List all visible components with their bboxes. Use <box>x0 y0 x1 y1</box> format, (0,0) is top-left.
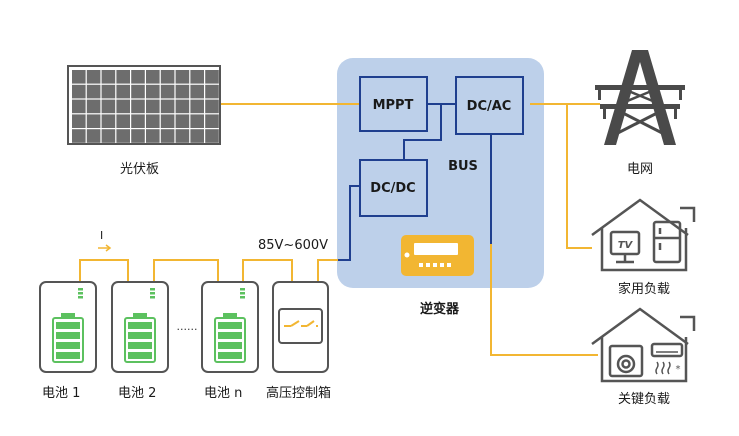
critical-load-icon <box>591 307 696 383</box>
mppt-block <box>359 76 428 132</box>
solar-cell <box>146 99 160 114</box>
solar-cell <box>86 84 101 99</box>
dcdc-block <box>359 159 428 217</box>
dcdc-label: DC/DC <box>370 181 415 196</box>
solar-cell <box>72 99 86 114</box>
solar-cell <box>146 129 160 143</box>
solar-cell <box>205 114 219 128</box>
current-arrow-icon <box>98 244 112 252</box>
hv-box-label: 高压控制箱 <box>266 386 332 401</box>
solar-cell <box>86 129 101 143</box>
solar-cell <box>160 129 175 143</box>
solar-cell <box>116 70 130 84</box>
solar-cell <box>101 84 116 99</box>
battery-n-label: 电池 n <box>204 386 243 401</box>
solar-cell <box>175 129 190 143</box>
battery-1-icon <box>39 281 97 373</box>
home-load-icon <box>591 198 696 272</box>
solar-cell <box>190 99 204 114</box>
solar-cell <box>146 70 160 84</box>
solar-cell <box>205 70 219 84</box>
inverter-label: 逆变器 <box>420 302 460 317</box>
solar-cell <box>72 129 86 143</box>
solar-cell <box>205 99 219 114</box>
battery-2-label: 电池 2 <box>118 386 157 401</box>
mppt-label: MPPT <box>373 98 414 113</box>
solar-cell <box>190 70 204 84</box>
solar-cell <box>131 84 145 99</box>
battery-2-icon <box>111 281 169 373</box>
solar-cell <box>101 129 116 143</box>
battery-n-icon <box>201 281 259 373</box>
home-load-label: 家用负载 <box>618 282 671 297</box>
solar-cell <box>131 129 145 143</box>
solar-cell <box>72 114 86 128</box>
tv-label: TV <box>618 240 634 251</box>
solar-cell <box>101 99 116 114</box>
solar-cell <box>131 99 145 114</box>
solar-cell <box>190 84 204 99</box>
solar-panel-label: 光伏板 <box>120 162 160 177</box>
solar-cell <box>190 114 204 128</box>
solar-cell <box>116 84 130 99</box>
solar-cell <box>86 70 101 84</box>
battery-1-label: 电池 1 <box>42 386 81 401</box>
pylon-icon <box>595 50 685 145</box>
solar-cell <box>131 70 145 84</box>
solar-cell <box>101 114 116 128</box>
solar-cell <box>160 99 175 114</box>
battery-group <box>39 281 259 373</box>
solar-cell <box>190 129 204 143</box>
solar-cell <box>175 114 190 128</box>
grid-label: 电网 <box>627 162 654 177</box>
solar-cell <box>72 84 86 99</box>
inverter-display-icon <box>401 235 474 276</box>
solar-cell <box>86 114 101 128</box>
current-label: I <box>100 229 104 242</box>
solar-cell <box>72 70 86 84</box>
dcac-block <box>455 76 524 135</box>
solar-cell <box>131 114 145 128</box>
solar-cell <box>175 70 190 84</box>
snowflake-glyph: * <box>676 364 681 375</box>
solar-cell <box>116 129 130 143</box>
solar-cell <box>160 70 175 84</box>
solar-cell <box>160 114 175 128</box>
battery-ellipsis: ...... <box>177 320 198 333</box>
voltage-range-label: 85V~600V <box>258 238 329 253</box>
solar-cell <box>205 84 219 99</box>
solar-cell <box>175 99 190 114</box>
hv-control-box-icon <box>272 281 329 373</box>
dcac-label: DC/AC <box>467 99 512 114</box>
solar-panel-icon <box>67 65 221 145</box>
bus-lines <box>338 103 492 261</box>
solar-cell <box>146 114 160 128</box>
solar-cell <box>116 114 130 128</box>
solar-cell <box>205 129 219 143</box>
bus-label: BUS <box>448 159 478 174</box>
solar-cell <box>101 70 116 84</box>
solar-cell <box>86 99 101 114</box>
solar-cell <box>146 84 160 99</box>
power-lines <box>79 103 600 356</box>
critical-load-label: 关键负载 <box>618 392 671 407</box>
solar-cell <box>116 99 130 114</box>
solar-cell <box>160 84 175 99</box>
solar-cell <box>175 84 190 99</box>
